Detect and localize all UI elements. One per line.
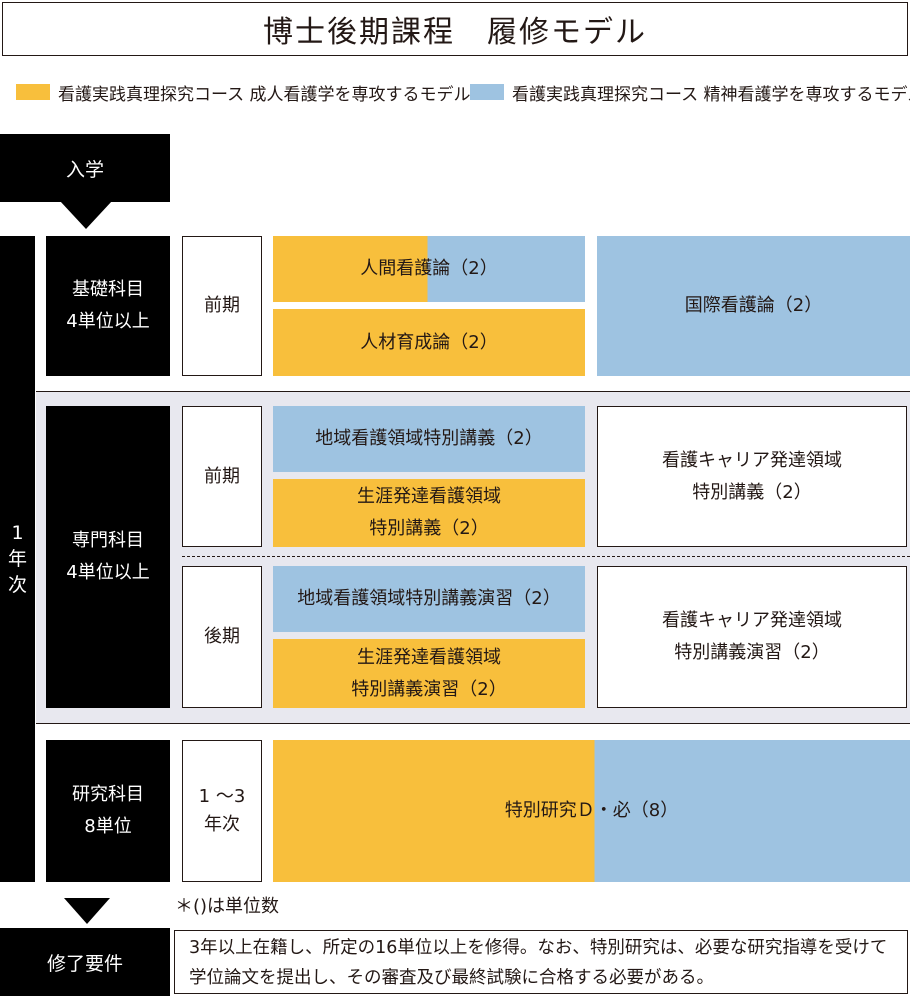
legend-swatch-psych — [470, 84, 504, 100]
course-special-research: 特別研究Ｄ・必（8） — [273, 740, 910, 882]
year-label: 1 年 次 — [0, 236, 35, 882]
course-lifespan-lecture-text: 生涯発達看護領域 特別講義（2） — [357, 486, 501, 539]
basic-term: 前期 — [182, 236, 262, 376]
research-term-text: 1 ～3 年次 — [198, 786, 246, 835]
course-human-resource: 人材育成論（2） — [273, 309, 585, 376]
specialty-section-label: 専門科目 4単位以上 — [46, 406, 170, 708]
basic-section-label: 基礎科目 4単位以上 — [46, 236, 170, 376]
legend-swatch-adult — [16, 84, 50, 100]
course-career-lecture-text: 看護キャリア発達領域 特別講義（2） — [662, 449, 842, 503]
basic-section-label-text: 基礎科目 4単位以上 — [66, 279, 150, 332]
course-community-practicum: 地域看護領域特別講義演習（2） — [273, 566, 585, 632]
course-career-lecture: 看護キャリア発達領域 特別講義（2） — [597, 406, 907, 547]
completion-label: 修了要件 — [0, 928, 170, 996]
course-community-lecture: 地域看護領域特別講義（2） — [273, 406, 585, 472]
course-lifespan-lecture: 生涯発達看護領域 特別講義（2） — [273, 479, 585, 547]
course-career-practicum: 看護キャリア発達領域 特別講義演習（2） — [597, 566, 907, 708]
legend-label-adult: 看護実践真理探究コース 成人看護学を専攻するモデル — [58, 85, 471, 105]
divider-basic-specialty — [36, 391, 910, 392]
completion-text: 3年以上在籍し、所定の16単位以上を修得。なお、特別研究は、必要な研究指導を受け… — [189, 938, 888, 988]
page-title: 博士後期課程 履修モデル — [2, 2, 908, 56]
specialty-term-first: 前期 — [182, 406, 262, 547]
course-international-nursing: 国際看護論（2） — [597, 236, 910, 376]
research-section-label-text: 研究科目 8単位 — [72, 784, 144, 837]
course-lifespan-practicum-text: 生涯発達看護領域 特別講義演習（2） — [351, 646, 507, 700]
entry-label: 入学 — [0, 134, 170, 202]
research-term: 1 ～3 年次 — [182, 740, 262, 882]
specialty-term-second: 後期 — [182, 566, 262, 708]
research-section-label: 研究科目 8単位 — [46, 740, 170, 882]
entry-arrow — [60, 201, 112, 229]
year-text: 1 年 次 — [7, 522, 27, 596]
completion-arrow — [64, 898, 110, 924]
specialty-section-label-text: 専門科目 4単位以上 — [66, 530, 150, 583]
course-career-practicum-text: 看護キャリア発達領域 特別講義演習（2） — [662, 610, 842, 663]
credits-note: ＊()は単位数 — [175, 896, 280, 917]
legend-label-psych: 看護実践真理探究コース 精神看護学を専攻するモデル — [512, 85, 910, 105]
course-human-nursing: 人間看護論（2） — [273, 236, 585, 302]
course-lifespan-practicum: 生涯発達看護領域 特別講義演習（2） — [273, 639, 585, 708]
divider-first-second-term — [182, 556, 910, 557]
divider-specialty-research — [36, 723, 910, 724]
completion-text-box: 3年以上在籍し、所定の16単位以上を修得。なお、特別研究は、必要な研究指導を受け… — [174, 930, 908, 994]
